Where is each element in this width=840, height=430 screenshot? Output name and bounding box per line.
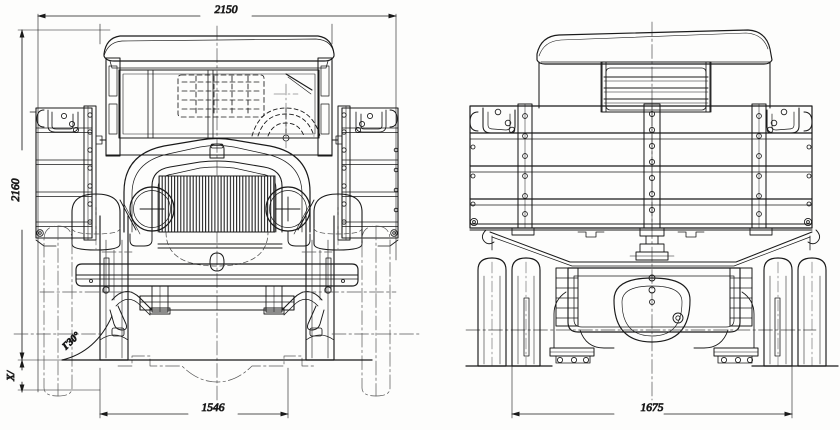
rear-view-witness-lines bbox=[511, 365, 793, 419]
front-fenders bbox=[71, 193, 363, 251]
dimension-overall-height-label: 2160 bbox=[10, 178, 22, 201]
tailgate-hinge-right bbox=[766, 107, 813, 227]
front-bumper bbox=[75, 257, 359, 293]
rear-wheel-right-outer bbox=[797, 257, 827, 367]
dimension-rear-track-label: 1675 bbox=[641, 402, 664, 414]
cab-assembly bbox=[95, 35, 343, 157]
ground-clearance-symbol-label: X/ bbox=[5, 370, 17, 382]
tailgate-hinge-left bbox=[469, 107, 516, 227]
front-axle-assembly bbox=[102, 285, 332, 337]
approach-angle-annotation bbox=[61, 315, 113, 361]
cargo-bed-rear bbox=[469, 103, 813, 238]
cab-seat-hidden bbox=[177, 74, 265, 118]
chassis-phantom-line bbox=[39, 251, 397, 383]
rear-wheel-left-inner bbox=[511, 257, 541, 367]
rear-chassis-frame bbox=[481, 229, 821, 267]
dimension-overall-width-label: 2150 bbox=[215, 4, 238, 16]
hood-and-grille bbox=[123, 137, 311, 272]
rear-wheel-right-inner bbox=[763, 257, 793, 367]
rear-wheel-left-outer bbox=[477, 257, 507, 367]
dimension-front-track-label: 1546 bbox=[202, 402, 225, 414]
rear-view: 1675 bbox=[465, 21, 839, 419]
steered-wheel-phantom-outline bbox=[13, 225, 421, 397]
cab-rear bbox=[536, 29, 773, 113]
